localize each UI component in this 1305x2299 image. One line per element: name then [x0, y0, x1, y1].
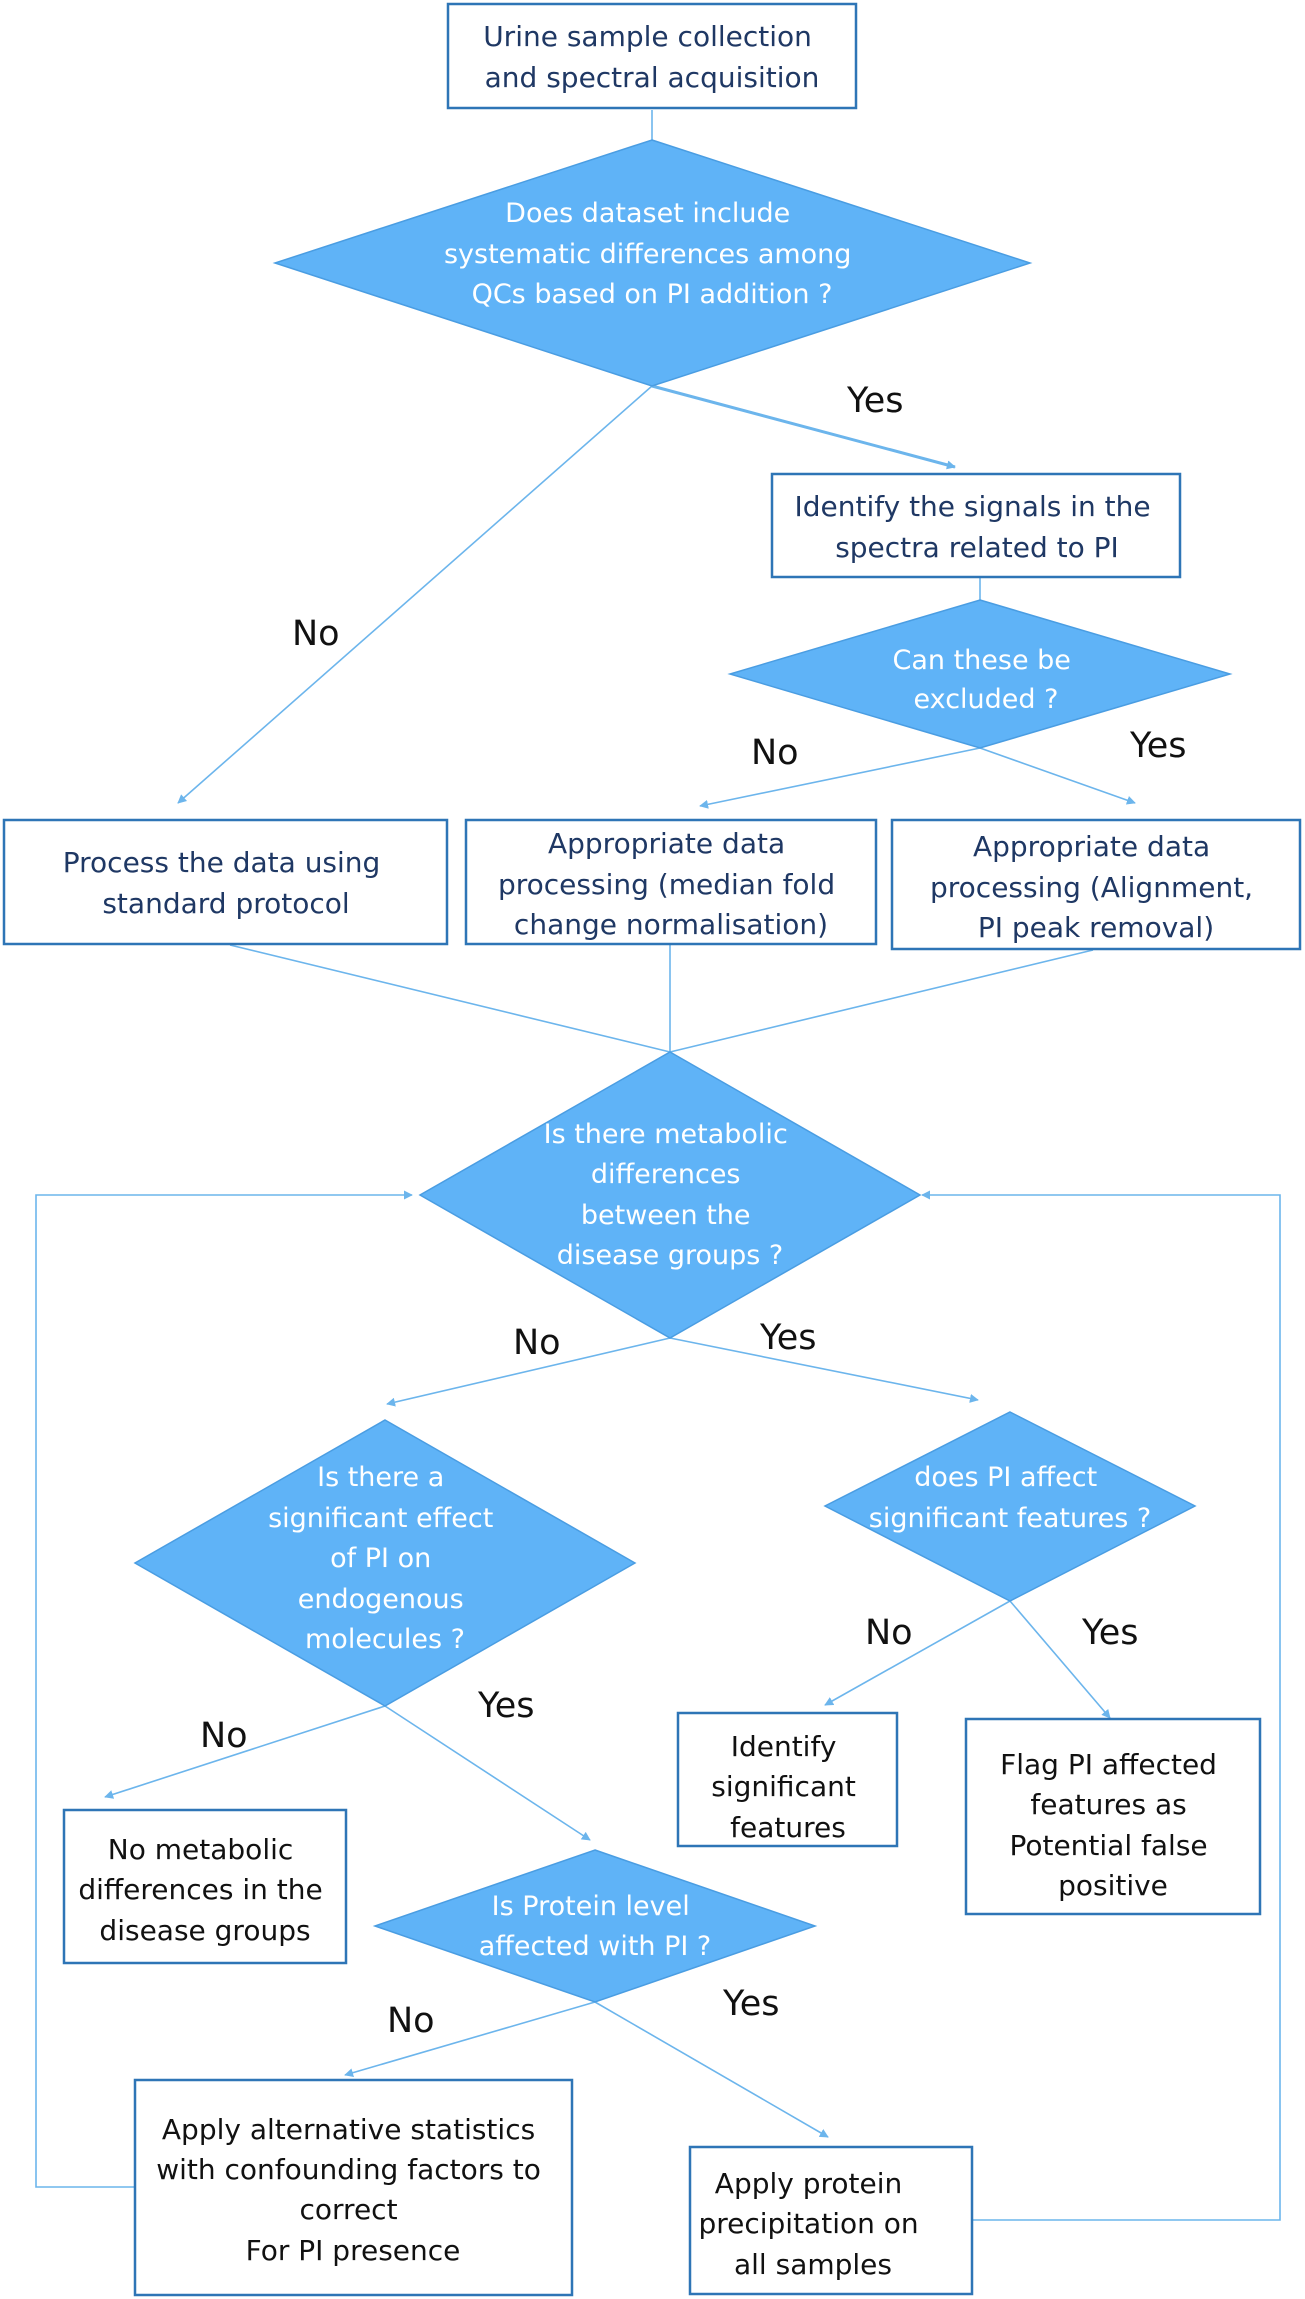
label-q2-no: No — [751, 733, 799, 773]
q4-text: Is there a significant effect of PI on e… — [268, 1462, 502, 1655]
start-text: Urine sample collection and spectral acq… — [483, 20, 821, 94]
arrow-q6-no — [344, 2001, 596, 2078]
identify-pi-text: Identify the signals in the spectra rela… — [794, 490, 1159, 564]
label-q1-no: No — [292, 614, 340, 654]
no-diff-text: No metabolic differences in the disease … — [78, 1833, 331, 1947]
label-q3-no: No — [513, 1323, 561, 1363]
connectors — [35, 110, 1281, 2221]
connector-standard-q3 — [229, 944, 671, 1053]
arrow-q5-yes — [1009, 1600, 1111, 1719]
start-box — [446, 2, 858, 110]
label-q5-no: No — [865, 1613, 913, 1653]
q3-text: Is there metabolic differences between t… — [544, 1119, 797, 1271]
connector-alignment-q3 — [669, 949, 1094, 1053]
arrow-q1-yes — [651, 384, 956, 470]
no-diff-box — [62, 1808, 348, 1965]
standard-protocol-box — [2, 818, 449, 946]
loop-alt-stats-to-q3 — [35, 1190, 413, 2188]
label-q4-no: No — [200, 1716, 248, 1756]
arrow-q3-yes — [669, 1337, 979, 1403]
median-fold-text: Appropriate data processing (median fold… — [498, 827, 844, 941]
precip-box — [688, 2145, 974, 2296]
label-q5-yes: Yes — [1081, 1613, 1139, 1653]
precip-text: Apply protein precipitation on all sampl… — [698, 2167, 927, 2281]
q2-text: Can these be excluded ? — [892, 645, 1079, 715]
loop-precip-to-q3 — [921, 1190, 1281, 2221]
flag-pi-box — [964, 1717, 1262, 1916]
label-q3-yes: Yes — [759, 1318, 817, 1358]
median-fold-box — [464, 818, 878, 946]
alignment-box — [890, 818, 1302, 951]
arrow-q1-no — [177, 385, 653, 804]
arrow-q5-no — [824, 1600, 1011, 1706]
q1-diamond — [272, 139, 1033, 387]
label-q6-yes: Yes — [722, 1984, 780, 2024]
label-q2-yes: Yes — [1129, 726, 1187, 766]
q4-diamond — [133, 1419, 637, 1707]
arrow-q2-no — [699, 747, 981, 809]
q6-diamond — [372, 1849, 818, 2003]
q6-text: Is Protein level affected with PI ? — [479, 1891, 712, 1962]
standard-protocol-text: Process the data using standard protocol — [63, 846, 389, 920]
arrow-q3-no — [386, 1337, 671, 1407]
alignment-text: Appropriate data processing (Alignment, … — [930, 830, 1262, 944]
alt-stats-text: Apply alternative statistics with confou… — [156, 2113, 550, 2267]
arrow-q4-no — [104, 1705, 386, 1799]
label-q4-yes: Yes — [477, 1686, 535, 1726]
arrow-q2-yes — [979, 747, 1136, 805]
arrow-q4-yes — [384, 1705, 591, 1841]
q2-diamond — [727, 599, 1233, 749]
alt-stats-box — [133, 2078, 574, 2297]
identify-significant-text: Identify significant features — [711, 1730, 865, 1844]
q5-text: does PI affect significant features ? — [869, 1462, 1151, 1534]
q3-diamond — [418, 1051, 922, 1339]
label-q6-no: No — [387, 2001, 435, 2041]
flag-pi-text: Flag PI affected features as Potential f… — [1000, 1748, 1226, 1902]
identify-significant-box — [676, 1711, 899, 1848]
q1-text: Does dataset include systematic differen… — [444, 198, 860, 310]
q5-diamond — [823, 1411, 1197, 1602]
identify-pi-box — [770, 472, 1182, 579]
label-q1-yes: Yes — [846, 381, 904, 421]
arrow-q6-yes — [594, 2001, 829, 2138]
